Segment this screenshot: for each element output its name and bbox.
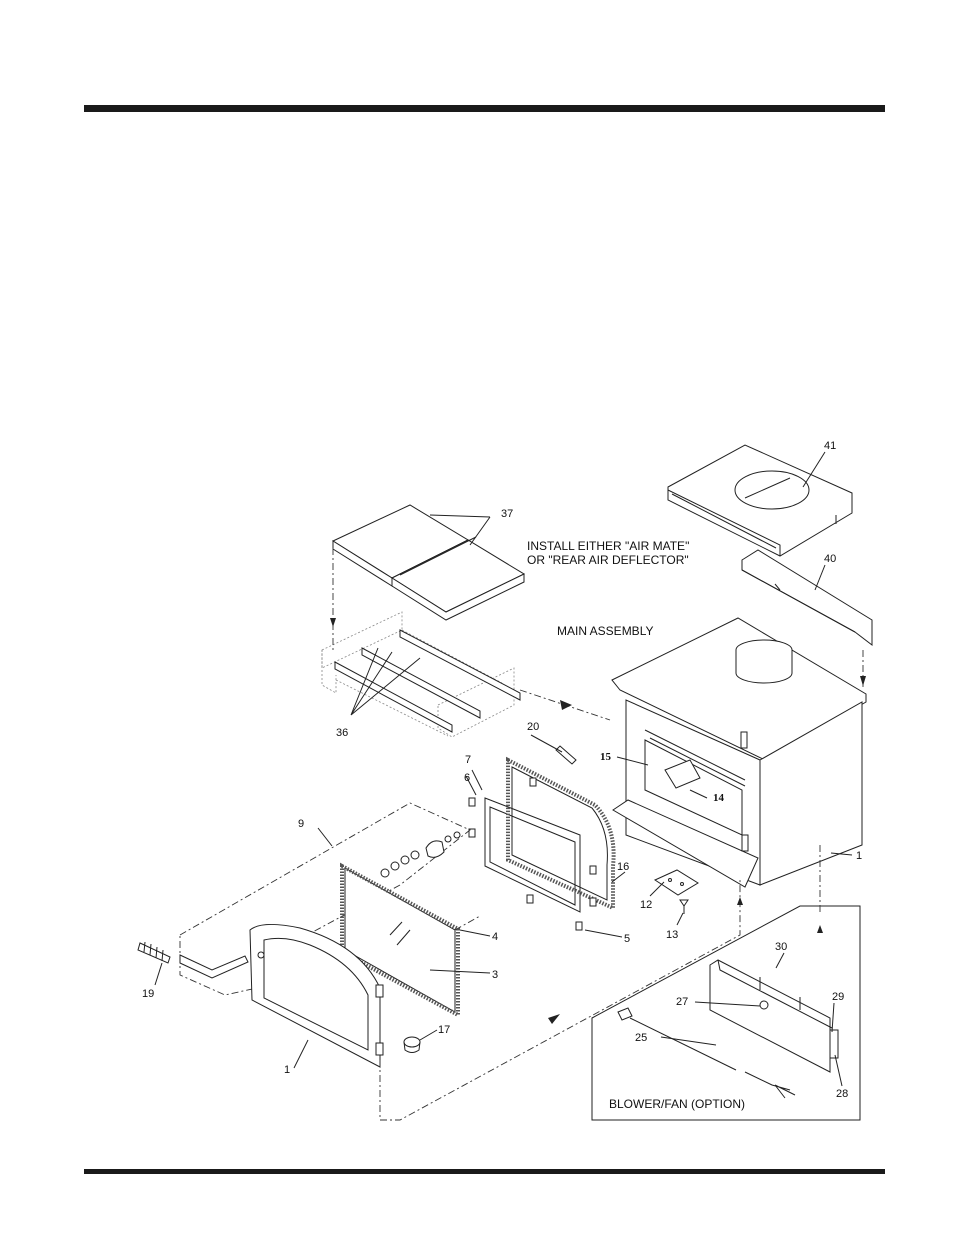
glass-frame-7	[469, 798, 580, 912]
install-note-line1: INSTALL EITHER "AIR MATE"	[527, 539, 689, 553]
callout-13: 13	[666, 929, 678, 941]
bracket-12	[655, 870, 698, 895]
handle-spring-19	[138, 942, 170, 963]
callout-15: 15	[600, 751, 612, 763]
callout-29: 29	[832, 991, 844, 1003]
callout-41: 41	[824, 440, 836, 452]
callout-20: 20	[527, 721, 539, 733]
part-20	[556, 746, 576, 764]
callout-3: 3	[492, 969, 498, 981]
callout-16: 16	[617, 861, 629, 873]
callout-7: 7	[465, 754, 471, 766]
callout-9: 9	[298, 818, 304, 830]
callout-6: 6	[464, 772, 470, 784]
stove-body	[612, 618, 866, 887]
install-note-line2: OR "REAR AIR DEFLECTOR"	[527, 553, 689, 567]
knob-17	[404, 1037, 420, 1053]
baffle-boards-37	[333, 505, 524, 620]
callout-30: 30	[775, 941, 787, 953]
blower-fan-option	[592, 906, 860, 1120]
air-tubes-36	[335, 630, 520, 732]
callout-19: 19	[142, 988, 154, 1000]
callout-37: 37	[501, 508, 513, 520]
callout-27: 27	[676, 996, 688, 1008]
callout-36: 36	[336, 727, 348, 739]
screw-13	[680, 900, 688, 914]
callout-14: 14	[713, 792, 725, 804]
top-cover-41	[668, 445, 852, 556]
rear-air-deflector-40	[742, 550, 872, 645]
callout-5: 5	[624, 933, 630, 945]
callout-17: 17	[438, 1024, 450, 1036]
main-assembly-label: MAIN ASSEMBLY	[557, 624, 653, 638]
blower-fan-label: BLOWER/FAN (OPTION)	[609, 1097, 745, 1111]
callout-1-stove: 1	[856, 850, 862, 862]
callout-12: 12	[640, 899, 652, 911]
callout-28: 28	[836, 1088, 848, 1100]
callout-40: 40	[824, 553, 836, 565]
callout-25: 25	[635, 1032, 647, 1044]
callout-4: 4	[492, 931, 498, 943]
callout-1-door: 1	[284, 1064, 290, 1076]
